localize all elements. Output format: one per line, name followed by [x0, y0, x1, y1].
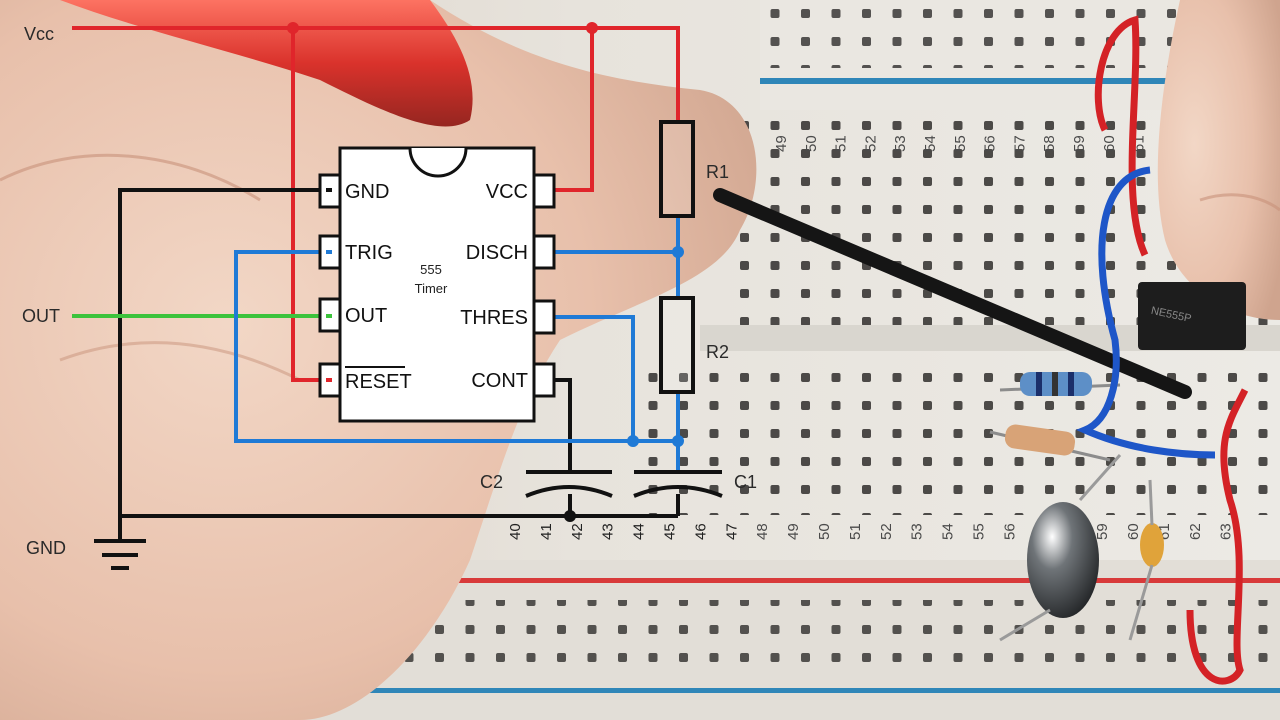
top-column-number: 60 [1101, 135, 1118, 152]
top-column-number: 51 [833, 135, 850, 152]
black-probe [713, 188, 1192, 399]
bottom-column-number: 56 [1001, 523, 1018, 540]
bottom-column-number: 49 [785, 523, 802, 540]
chip-pin-label-reset: RESET [345, 371, 412, 393]
physical-555-chip [1138, 282, 1246, 350]
bottom-column-number: 42 [569, 523, 586, 540]
chip-pin-label-cont: CONT [471, 370, 528, 392]
bottom-column-number: 41 [538, 523, 555, 540]
chip-pin-label-gnd: GND [345, 181, 389, 203]
chip-pin-label-thres: THRES [460, 307, 528, 329]
chip-subtitle: Timer [415, 281, 448, 296]
r1-label: R1 [706, 162, 729, 182]
bottom-column-number: 62 [1187, 523, 1204, 540]
vcc-label: Vcc [24, 24, 54, 44]
bottom-column-number: 53 [909, 523, 926, 540]
chip-body [338, 146, 536, 423]
c1-label: C1 [734, 472, 757, 492]
bottom-column-number: 51 [847, 523, 864, 540]
c2-label: C2 [480, 472, 503, 492]
bottom-column-number: 55 [971, 523, 988, 540]
out-label: OUT [22, 306, 60, 326]
physical-resistor-2 [1004, 424, 1076, 456]
top-column-number: 54 [922, 135, 939, 152]
chip-title: 555 [420, 262, 442, 277]
bottom-column-number: 47 [723, 523, 740, 540]
bottom-column-number: 40 [507, 523, 524, 540]
bottom-rail-blue-line [0, 688, 1280, 693]
chip-notch [408, 147, 468, 178]
bottom-rail-red-line [0, 578, 1280, 583]
bottom-column-number: 44 [631, 523, 648, 540]
top-column-number: 57 [1011, 135, 1028, 152]
bottom-column-number: 46 [692, 523, 709, 540]
physical-capacitor-c2 [1140, 523, 1164, 567]
schematic-overlay: GND TRIG OUT RESET VCC DISCH THRES CONT … [22, 22, 757, 570]
gnd-label: GND [26, 538, 66, 558]
pin-disch [532, 234, 556, 270]
chip-pin-label-out: OUT [345, 305, 387, 327]
top-column-number: 58 [1041, 135, 1058, 152]
top-rail-blue-line [760, 78, 1280, 84]
chip-pin-label-disch: DISCH [466, 242, 528, 264]
top-column-number: 56 [982, 135, 999, 152]
signal-net [234, 216, 684, 474]
bottom-column-number: 60 [1125, 523, 1142, 540]
top-column-number: 50 [803, 135, 820, 152]
bottom-column-number: 59 [1094, 523, 1111, 540]
bottom-column-number: 63 [1218, 523, 1235, 540]
vcc-net [72, 22, 680, 382]
gnd-net [94, 188, 680, 570]
resistor-r2 [659, 296, 695, 394]
capacitor-c2 [525, 470, 613, 498]
pin-cont [532, 362, 556, 398]
resistor-r1 [659, 120, 695, 218]
bottom-column-number: 50 [816, 523, 833, 540]
top-column-number: 49 [773, 135, 790, 152]
bottom-column-number: 48 [754, 523, 771, 540]
top-column-number: 59 [1071, 135, 1088, 152]
chip-pin-label-vcc: VCC [486, 181, 528, 203]
hand-right [1157, 0, 1280, 320]
physical-capacitor-c1 [1027, 502, 1099, 618]
bottom-column-number: 54 [940, 523, 957, 540]
top-column-number: 52 [862, 135, 879, 152]
top-column-number: 53 [892, 135, 909, 152]
timer-chip: GND TRIG OUT RESET VCC DISCH THRES CONT … [318, 146, 556, 423]
bottom-column-number: 43 [600, 523, 617, 540]
physical-blue-wire [1076, 166, 1216, 459]
pin-vcc [532, 173, 556, 209]
pin-thres [532, 299, 556, 335]
chip-pin-label-trig: TRIG [345, 242, 393, 264]
bottom-column-number: 45 [662, 523, 679, 540]
top-column-number: 55 [952, 135, 969, 152]
capacitor-c1 [633, 470, 723, 498]
physical-red-wire-1 [1094, 15, 1149, 257]
physical-red-wire-2 [1186, 388, 1249, 685]
bottom-column-number: 52 [878, 523, 895, 540]
red-probe-handle [60, 0, 473, 127]
physical-components: NE555P [989, 15, 1249, 685]
r2-label: R2 [706, 342, 729, 362]
